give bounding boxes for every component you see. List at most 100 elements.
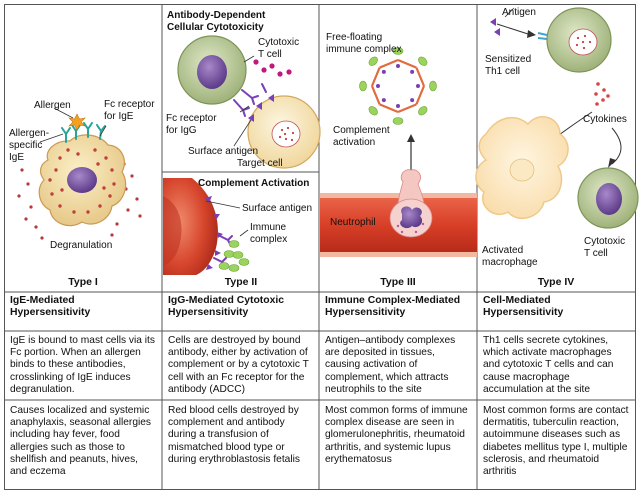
leader-line [243, 55, 255, 63]
caption-type4: Type IV [538, 276, 575, 288]
type2-adcc-illustration [177, 35, 321, 169]
figure-border [4, 4, 636, 490]
label-allergen-specific-line3: IgE [9, 152, 24, 163]
table-mechanism-type4: Th1 cells secrete cytokines, which activ… [483, 335, 614, 395]
ring-antibody-segment [397, 103, 417, 114]
label-fc-receptor-ige-line1: Fc receptor [104, 99, 155, 110]
label-degranulation: Degranulation [50, 240, 112, 251]
ring-complement-protein [368, 106, 378, 116]
label-target-cell: Target cell [237, 158, 283, 169]
ring-antigen [410, 98, 415, 103]
ring-complement-protein [368, 56, 378, 66]
ring-antibody-segment [379, 103, 399, 114]
table-header-type3: Immune Complex-Mediated Hypersensitivity [325, 295, 461, 319]
label-fc-receptor-ige: Fc receptor for IgE [104, 99, 155, 122]
table-header-type4: Cell-Mediated Hypersensitivity [483, 295, 564, 319]
leader-line [205, 200, 241, 209]
ring-antigen [396, 104, 400, 108]
neutrophil-granules [396, 222, 425, 234]
ring-antigen [376, 84, 380, 88]
label-activated-macrophage: Activated macrophage [482, 245, 538, 268]
ring-antibody-segment [415, 67, 426, 87]
tcr-receptor [537, 32, 548, 40]
label-fc-igg-line1: Fc receptor [166, 113, 217, 124]
label-surface-antigen-adcc: Surface antigen [188, 146, 258, 157]
label-surface-antigen-complement: Surface antigen [242, 203, 312, 214]
label-allergen-specific-ige: Allergen- specific IgE [9, 128, 49, 163]
arrow-head [407, 134, 415, 142]
target-nucleus-dots [278, 126, 295, 142]
ring-complement-protein [392, 47, 404, 55]
ring-antibody-segment [379, 58, 399, 69]
label-antigen: Antigen [502, 7, 536, 18]
ring-antibody-segment [370, 85, 381, 105]
label-cytokines: Cytokines [583, 114, 627, 125]
ring-antigen [416, 84, 420, 88]
allergen-icon [68, 113, 86, 131]
ring-antigen [410, 69, 415, 74]
label-fc-igg-line2: for IgG [166, 125, 197, 136]
label-cytotoxic-t2-line1: Cytotoxic [258, 37, 299, 48]
table-header-type2: IgG-Mediated Cytotoxic Hypersensitivity [168, 295, 285, 319]
caption-type1: Type I [68, 276, 98, 288]
t-cell-nucleus [197, 55, 227, 89]
t4-nucleus [596, 183, 622, 215]
label-immune-complex: Immune complex [250, 222, 287, 245]
label-allergen-specific-line2: specific [9, 140, 42, 151]
ring-antibody-segment [397, 58, 417, 69]
macrophage-nucleus [509, 158, 535, 182]
label-sensitized-th1: Sensitized Th1 cell [485, 54, 531, 77]
immune-complex-ring [359, 47, 437, 125]
label-complement-act-line1: Complement [333, 125, 390, 136]
type1-illustration [17, 107, 142, 240]
cytokine-dots [594, 82, 610, 106]
label-cytotoxic-t4-line1: Cytotoxic [584, 236, 625, 247]
neutrophil-pseudopod [397, 169, 425, 207]
label-macrophage-line1: Activated [482, 245, 523, 256]
ring-antigen [381, 69, 386, 74]
arrow-head [527, 30, 536, 38]
label-sensitized-line1: Sensitized [485, 54, 531, 65]
table-mechanism-type2: Cells are destroyed by bound antibody, e… [168, 335, 309, 395]
mast-cell-nucleus [67, 167, 97, 193]
label-free-floating-line2: immune complex [326, 44, 402, 55]
table-example-type3: Most common forms of immune complex dise… [325, 405, 468, 465]
adcc-title-line1: Antibody-Dependent [167, 10, 266, 21]
rbc-shading [163, 196, 182, 266]
adcc-title: Antibody-Dependent Cellular Cytotoxicity [167, 10, 266, 33]
ring-complement-protein [392, 117, 404, 125]
label-allergen: Allergen [34, 100, 71, 111]
leader-line [53, 107, 74, 119]
ring-complement-protein [359, 80, 367, 92]
table-example-type2: Red blood cells destroyed by complement … [168, 405, 300, 465]
label-cytotoxic-t-cell-t2: Cytotoxic T cell [258, 37, 299, 60]
type3-illustration [320, 47, 477, 257]
th1-nucleus-dots [575, 34, 592, 50]
ring-antigen [381, 98, 386, 103]
leader-line [504, 7, 515, 18]
table-mechanism-type3: Antigen–antibody complexes are deposited… [325, 335, 456, 395]
mast-cell-granules [48, 148, 116, 214]
ring-antibody-segment [415, 85, 426, 105]
table-header-type1: IgE-Mediated Hypersensitivity [10, 295, 91, 319]
leader-line [99, 125, 107, 137]
type4-illustration [475, 7, 639, 229]
ring-complement-protein [429, 80, 437, 92]
ring-antigen [396, 64, 400, 68]
table-mechanism-type1: IgE is bound to mast cells via its Fc po… [10, 335, 155, 395]
label-immune-complex-line2: complex [250, 234, 287, 245]
hypersensitivity-table: IgE-Mediated Hypersensitivity IgG-Mediat… [4, 291, 636, 489]
table-example-type1: Causes localized and systemic anaphylaxi… [10, 405, 152, 478]
label-immune-complex-line1: Immune [250, 222, 287, 233]
adcc-title-line2: Cellular Cytotoxicity [167, 22, 264, 33]
caption-type3: Type III [380, 276, 415, 288]
leader-line [39, 133, 64, 143]
complement-title: Complement Activation [198, 178, 309, 189]
label-complement-act-line2: activation [333, 137, 375, 148]
cytokine-arrow-right [611, 127, 622, 165]
cytotoxic-granules [253, 59, 292, 77]
ring-complement-protein [418, 106, 428, 116]
antigen-marker [490, 18, 500, 36]
